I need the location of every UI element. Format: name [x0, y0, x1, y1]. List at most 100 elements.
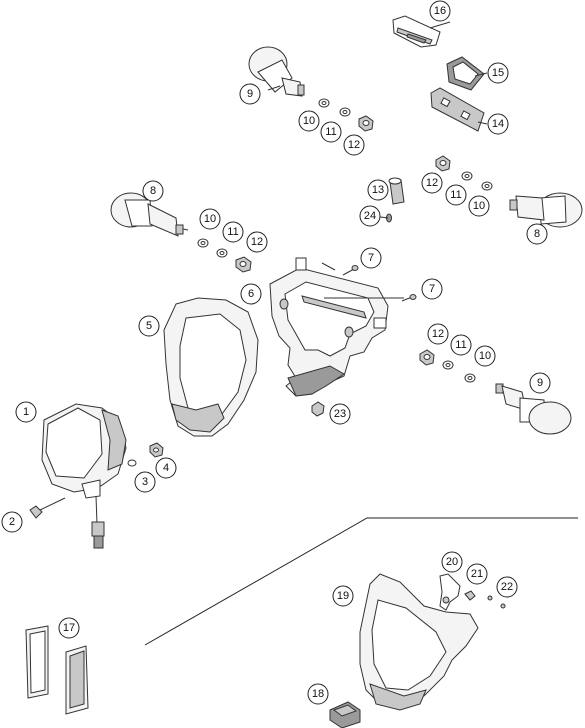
callout-11: 11: [320, 121, 342, 143]
leader-line: [474, 72, 488, 77]
screw-upper-part: [342, 265, 359, 276]
svg-text:4: 4: [163, 462, 169, 474]
alternate-mask-part: [359, 573, 479, 711]
screw-lower-part: [401, 294, 417, 302]
callout-14: 14: [487, 113, 509, 135]
callout-10: 10: [199, 208, 221, 230]
svg-text:8: 8: [534, 228, 540, 240]
washer-part: [127, 459, 137, 467]
mask-screw-part: [464, 590, 476, 601]
callout-17: 17: [58, 617, 80, 639]
svg-text:11: 11: [325, 126, 336, 138]
callout-group: 1 2 3 4 5 6 7 7 8 8 9 9 10 10 10 10 11 1…: [1, 0, 551, 705]
leader-line: [477, 121, 488, 125]
turn-signal-right-lower-part: [495, 383, 572, 435]
callout-9: 9: [239, 83, 261, 105]
svg-text:7: 7: [368, 252, 374, 264]
callout-22: 22: [496, 576, 518, 598]
washer-right-lower-part: [419, 349, 476, 383]
svg-text:21: 21: [471, 568, 483, 580]
svg-text:9: 9: [247, 88, 253, 100]
turn-signal-left-part: [110, 192, 189, 237]
svg-text:10: 10: [204, 213, 216, 225]
leader-line: [429, 21, 451, 29]
washer-left-part: [197, 238, 252, 273]
callout-9: 9: [529, 372, 551, 394]
svg-text:11: 11: [450, 189, 461, 201]
callout-7: 7: [360, 247, 382, 269]
callout-21: 21: [466, 563, 488, 585]
turn-signal-top-part: [248, 46, 305, 97]
rubber-pad-part: [329, 701, 361, 728]
mask-bracket-part: [439, 573, 461, 611]
callout-23: 23: [329, 403, 351, 425]
callout-7: 7: [421, 278, 443, 300]
leader-line: [321, 262, 336, 271]
svg-text:19: 19: [337, 590, 349, 602]
svg-text:10: 10: [473, 200, 485, 212]
svg-text:11: 11: [455, 339, 466, 351]
callout-15: 15: [487, 62, 509, 84]
callout-2: 2: [1, 511, 23, 533]
callout-11: 11: [222, 221, 244, 243]
callout-6: 6: [240, 283, 262, 305]
callout-16: 16: [429, 0, 451, 22]
svg-text:2: 2: [9, 516, 15, 528]
svg-text:1: 1: [23, 406, 29, 418]
svg-text:5: 5: [146, 320, 152, 332]
svg-text:11: 11: [227, 226, 238, 238]
callout-4: 4: [155, 457, 177, 479]
svg-text:14: 14: [492, 118, 504, 130]
svg-text:6: 6: [248, 288, 254, 300]
bolt-part: [29, 497, 66, 519]
svg-text:10: 10: [303, 115, 315, 127]
svg-text:10: 10: [479, 350, 491, 362]
svg-text:22: 22: [501, 581, 513, 593]
svg-text:8: 8: [150, 185, 156, 197]
callout-19: 19: [332, 585, 354, 607]
callout-11: 11: [450, 334, 472, 356]
svg-text:12: 12: [251, 236, 263, 248]
sticker-part: [25, 625, 89, 715]
callout-3: 3: [134, 471, 156, 493]
svg-text:7: 7: [429, 283, 435, 295]
callout-20: 20: [441, 551, 463, 573]
svg-text:17: 17: [63, 622, 75, 634]
hex-nut-part: [149, 442, 164, 458]
tail-light-part: [392, 15, 441, 48]
svg-text:18: 18: [312, 688, 324, 700]
callout-11: 11: [445, 184, 467, 206]
callout-12: 12: [421, 172, 443, 194]
svg-text:20: 20: [446, 556, 458, 568]
svg-text:9: 9: [537, 377, 543, 389]
callout-8: 8: [142, 180, 164, 202]
headlight-part: [41, 403, 127, 549]
callout-10: 10: [474, 345, 496, 367]
license-plate-holder-part: [446, 56, 485, 91]
callout-13: 13: [367, 179, 389, 201]
callout-10: 10: [468, 195, 490, 217]
svg-text:12: 12: [348, 139, 360, 151]
callout-12: 12: [246, 231, 268, 253]
callout-18: 18: [307, 683, 329, 705]
svg-text:15: 15: [492, 67, 504, 79]
callout-12: 12: [343, 134, 365, 156]
callout-10: 10: [298, 110, 320, 132]
washer-right-part: [435, 155, 493, 191]
svg-text:12: 12: [432, 328, 444, 340]
callout-12: 12: [427, 323, 449, 345]
section-divider: [144, 517, 578, 646]
headlight-mask-part: [163, 297, 259, 437]
callout-24: 24: [359, 205, 381, 227]
svg-text:16: 16: [434, 5, 446, 17]
license-bracket-part: [430, 87, 485, 132]
nut-part: [311, 401, 325, 417]
callout-8: 8: [526, 223, 548, 245]
bulb-socket-part: [386, 177, 405, 223]
svg-text:24: 24: [364, 210, 376, 222]
turn-signal-right-part: [509, 192, 583, 228]
callout-1: 1: [15, 401, 37, 423]
headlight-bracket-part: [269, 257, 389, 397]
washer-top-part: [318, 98, 374, 132]
